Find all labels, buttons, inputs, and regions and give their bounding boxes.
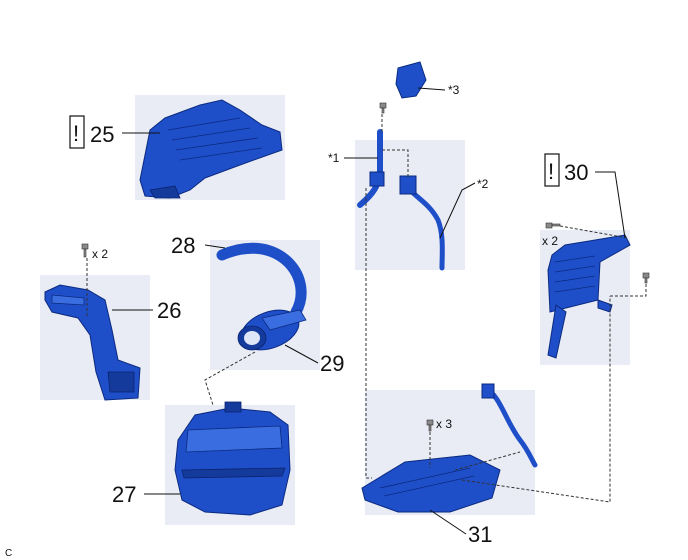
bolt-icon: [379, 102, 387, 114]
part-26-inlet-duct: [44, 284, 141, 401]
part-27-air-cleaner: [174, 401, 291, 516]
label-28: 28: [171, 233, 195, 258]
part-25-cover: [139, 99, 283, 199]
exclamation-box-icon: [544, 153, 560, 187]
ref-label-2: *2: [477, 177, 489, 191]
caution-box-30: !: [544, 153, 560, 187]
label-31: 31: [468, 522, 492, 547]
caution-mark: !: [548, 159, 554, 184]
label-25: 25: [90, 122, 114, 147]
wiring-harness-1: [357, 129, 385, 208]
part-28-29-intake-hose: [216, 242, 307, 351]
corner-code: C: [5, 548, 12, 559]
exclamation-box-icon: [69, 115, 85, 149]
bolt-icon: [545, 222, 561, 229]
part-30-ecu-bracket: [547, 234, 631, 359]
caution-box-25: !: [69, 115, 85, 149]
bolt-icon: [426, 419, 434, 432]
caution-mark: !: [73, 121, 79, 146]
label-29: 29: [320, 351, 344, 376]
ref-label-1: *1: [328, 151, 340, 165]
label-27: 27: [112, 482, 136, 507]
quantity-31: x 3: [436, 417, 452, 431]
wiring-harness-2: [399, 175, 445, 271]
bolt-icon: [642, 272, 650, 284]
bolt-icon: [81, 243, 89, 258]
ref-label-3: *3: [448, 83, 460, 97]
part-31-tray: [361, 383, 538, 513]
quantity-26: x 2: [92, 247, 108, 261]
leader-lines: [112, 87, 626, 535]
label-30: 30: [564, 160, 588, 185]
quantity-30: x 2: [542, 234, 558, 248]
dashed-assembly-lines: [86, 114, 647, 503]
shade-wiring: [355, 140, 465, 270]
part-3-bracket: [395, 61, 427, 99]
label-26: 26: [157, 298, 181, 323]
